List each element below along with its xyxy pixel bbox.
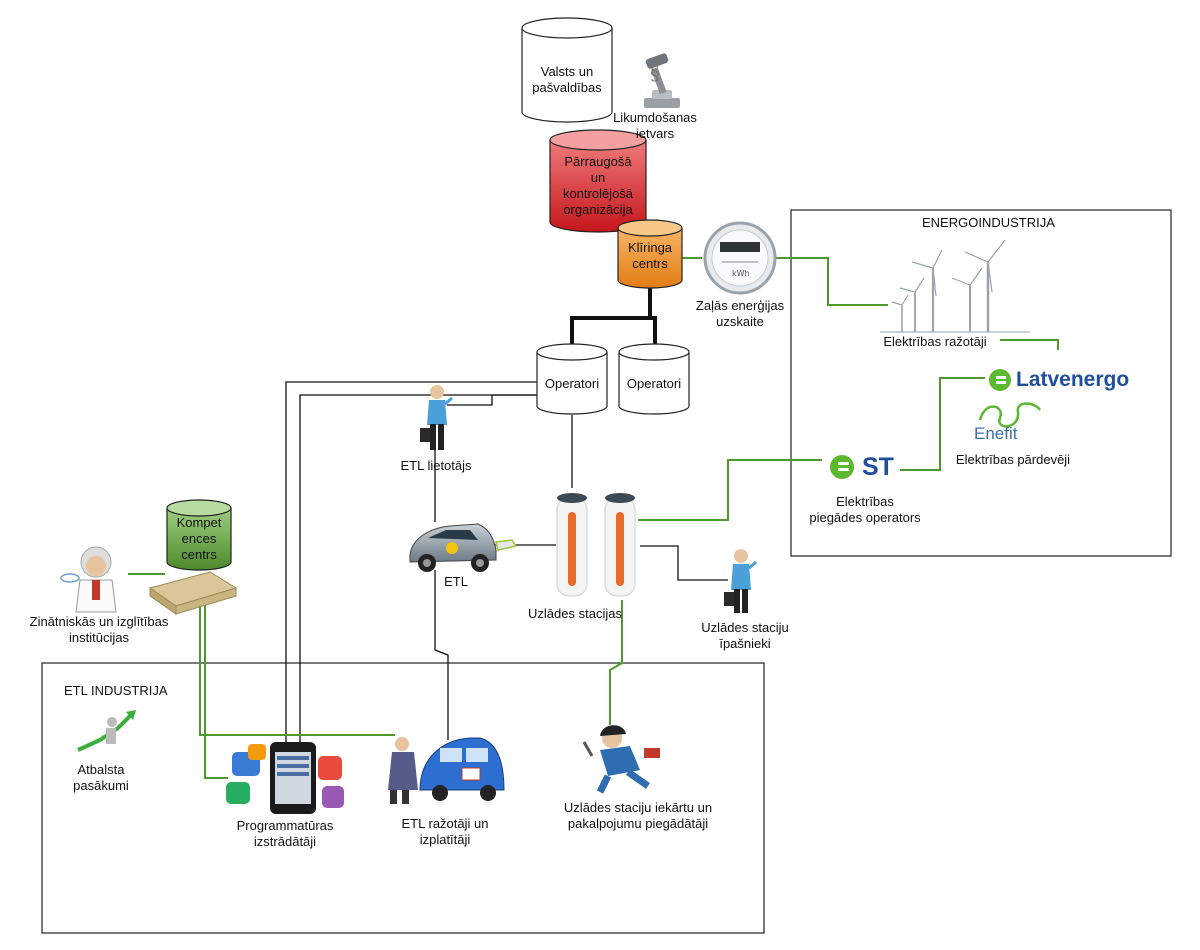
- etl-user-label: ETL lietotājs: [400, 458, 472, 473]
- clearing-cylinder: [617, 219, 683, 289]
- state-cylinder: [521, 17, 613, 123]
- svg-text:kWh: kWh: [732, 269, 750, 278]
- regulator-cylinder: [549, 129, 647, 233]
- enefit-wordmark: Enefit: [974, 424, 1018, 443]
- operators-cylinder-1-label: Operatori: [544, 376, 600, 391]
- energy-industry-title: ENERGOINDUSTRIJA: [922, 215, 1055, 230]
- electric-car-icon: [409, 523, 518, 572]
- etl-industry-frame: [41, 662, 765, 934]
- gavel-icon: §: [644, 53, 680, 108]
- green-connectors: [128, 257, 1059, 779]
- latvenergo-logo-icon: [989, 369, 1011, 391]
- electricity-meter-icon: kWh: [703, 221, 777, 295]
- smartphone-apps-icon: [226, 742, 344, 814]
- competence-cylinder: [166, 499, 232, 571]
- operators-cylinder-1: [536, 343, 608, 415]
- wind-turbines-icon: [880, 239, 1030, 333]
- latvenergo-wordmark: Latvenergo: [1016, 368, 1130, 391]
- svg-text:§: §: [650, 61, 660, 85]
- money-icon: [148, 571, 238, 615]
- car-dealer-icon: [388, 737, 505, 804]
- st-wordmark: ST: [862, 453, 894, 481]
- energy-industry-frame: [790, 209, 1172, 557]
- charging-stations-label: Uzlādes stacijas: [528, 606, 622, 621]
- scientist-icon: [60, 546, 117, 613]
- support-growth-icon: [77, 710, 136, 752]
- operators-cylinder-2-label: Operatori: [626, 376, 682, 391]
- black-connectors: [285, 381, 728, 745]
- repairman-icon: [582, 725, 660, 794]
- st-logo-icon: [830, 455, 854, 479]
- producers-label: Elektrības ražotāji: [883, 334, 987, 349]
- etl-label: ETL: [444, 574, 468, 589]
- sellers-label: Elektrības pārdevēji: [955, 452, 1071, 467]
- operators-cylinder-2: [618, 343, 690, 415]
- etl-industry-title: ETL INDUSTRIJA: [64, 683, 168, 698]
- enefit-logo-icon: [978, 402, 1042, 428]
- charging-stations-icon: [556, 493, 636, 597]
- etl-user-person-icon: [420, 385, 453, 450]
- thick-connectors: [570, 287, 657, 345]
- station-owner-person-icon: [724, 549, 757, 613]
